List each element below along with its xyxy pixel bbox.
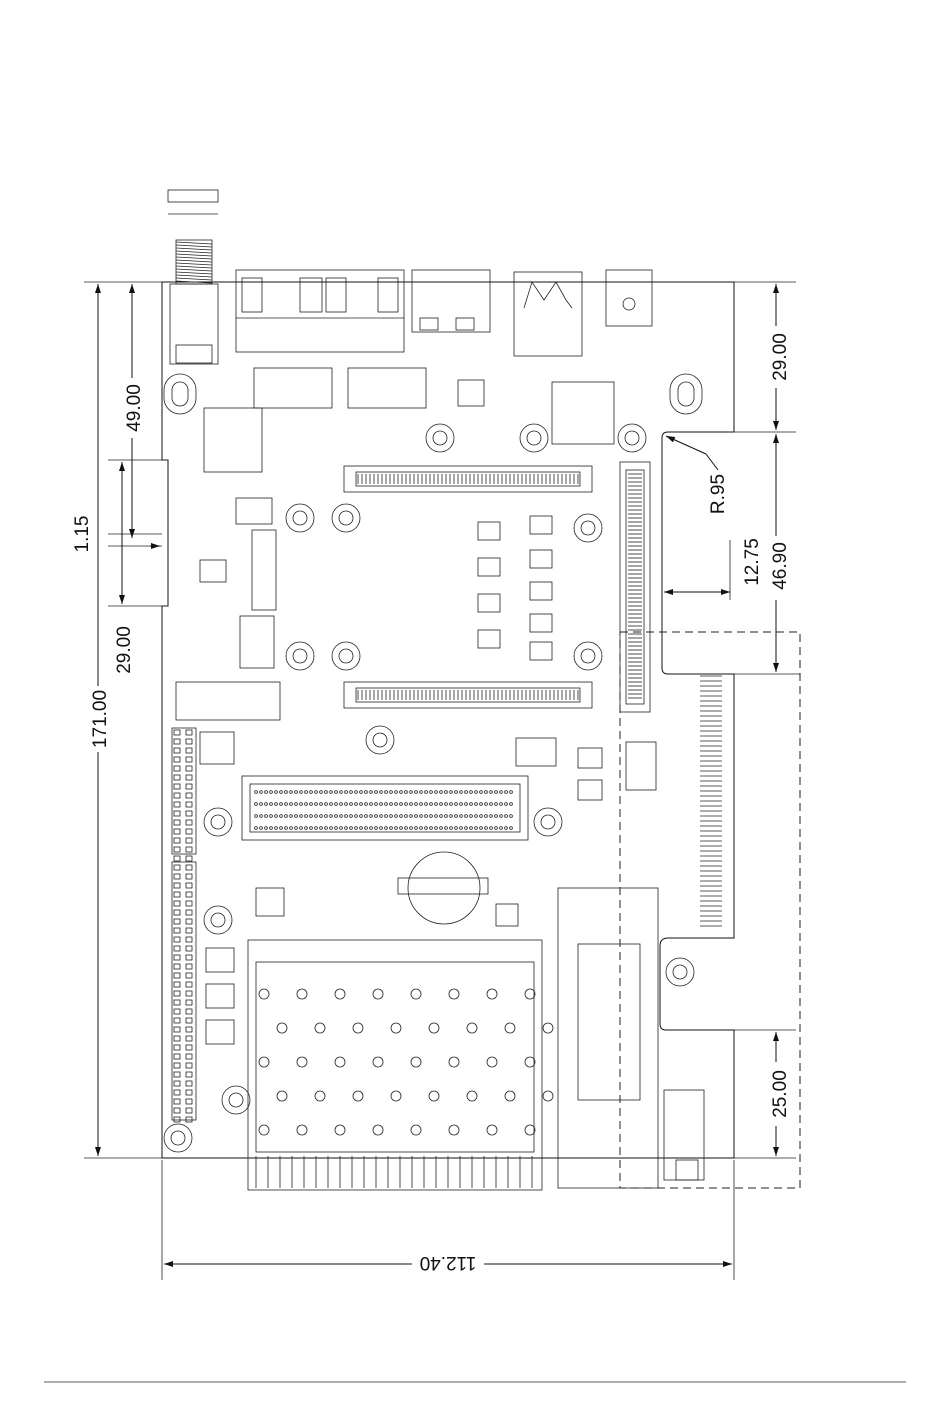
dim-overall-height: 171.00 [84,282,162,1158]
audio-jack [606,270,652,326]
dim-right-bottom: 25.00 [734,1030,796,1158]
fmc-connector [242,776,528,840]
sfp-cage [248,940,553,1190]
dim-left-gap: 1.15 [72,516,162,553]
pin-header-left [172,728,196,1122]
dim-right-notch: 12.75 [664,538,763,600]
dim-right-notch-label: 12.75 [742,538,763,586]
dim-radius-label: R.95 [708,474,729,514]
dim-left-upper: 49.00 [124,284,145,538]
dim-overall-width-label: 112.40 [420,1252,477,1273]
dim-right-top: 29.00 [734,282,796,432]
dim-right-slot-label: 46.90 [770,542,791,590]
board-to-board-connector-bottom [344,682,592,708]
dim-left-lower: 29.00 [108,460,168,674]
dim-overall-height-label: 171.00 [90,690,111,748]
battery-holder [398,852,488,924]
board-to-board-connector-top [344,466,592,492]
dim-left-gap-label: 1.15 [72,516,93,553]
ethernet-jack [412,270,490,332]
dim-radius: R.95 [666,436,729,514]
dim-right-top-label: 29.00 [770,333,791,381]
board-outline [162,282,800,1188]
dim-left-lower-label: 29.00 [114,626,135,674]
right-module-box [558,888,658,1188]
vertical-connector [620,462,650,712]
dim-right-bottom-label: 25.00 [770,1070,791,1118]
sma-connector [168,190,218,364]
usb-connector [514,272,582,356]
bottom-right-connector [664,1090,704,1180]
dim-left-upper-label: 49.00 [124,384,145,432]
mounting-holes [164,374,702,1152]
edge-finger-strip [700,676,722,926]
